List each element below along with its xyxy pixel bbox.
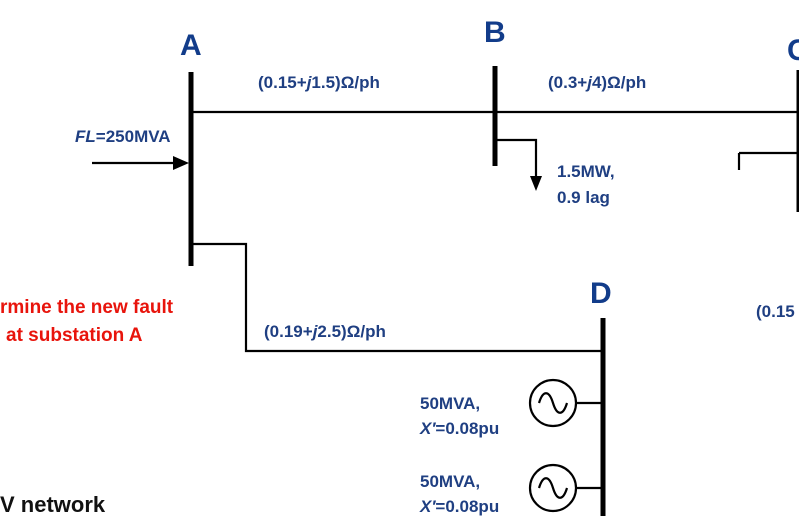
line-a-b-impedance: (0.15+j1.5)Ω/ph [258, 73, 380, 92]
generator-2-reactance: X′=0.08pu [419, 497, 499, 516]
load-feeder [495, 138, 538, 178]
question-line-2: at substation A [6, 325, 143, 346]
fault-level-label: FL=250MVA [75, 127, 171, 146]
generator-1-sine-icon [537, 392, 569, 414]
bus-label-a: A [180, 29, 202, 62]
bus-label-b: B [484, 16, 506, 49]
generator-1-rating: 50MVA, [420, 394, 480, 413]
question-line-1: rmine the new fault [0, 297, 174, 318]
network-caption: V network [0, 492, 106, 516]
generator-1-reactance: X′=0.08pu [419, 419, 499, 438]
load-label-power: 1.5MW, [557, 162, 615, 181]
line-a-d [191, 242, 603, 353]
generator-2-rating: 50MVA, [420, 472, 480, 491]
line-b-c-impedance: (0.3+j4)Ω/ph [548, 73, 646, 92]
line-c-d-impedance: (0.15 [756, 302, 795, 321]
load-arrowhead [530, 176, 542, 191]
fault-level-arrowhead [173, 156, 189, 170]
load-label-pf: 0.9 lag [557, 188, 610, 207]
line-a-d-impedance: (0.19+j2.5)Ω/ph [264, 322, 386, 341]
bus-label-d: D [590, 277, 612, 310]
bus-label-c: C [787, 34, 799, 67]
generator-2-sine-icon [537, 477, 569, 499]
